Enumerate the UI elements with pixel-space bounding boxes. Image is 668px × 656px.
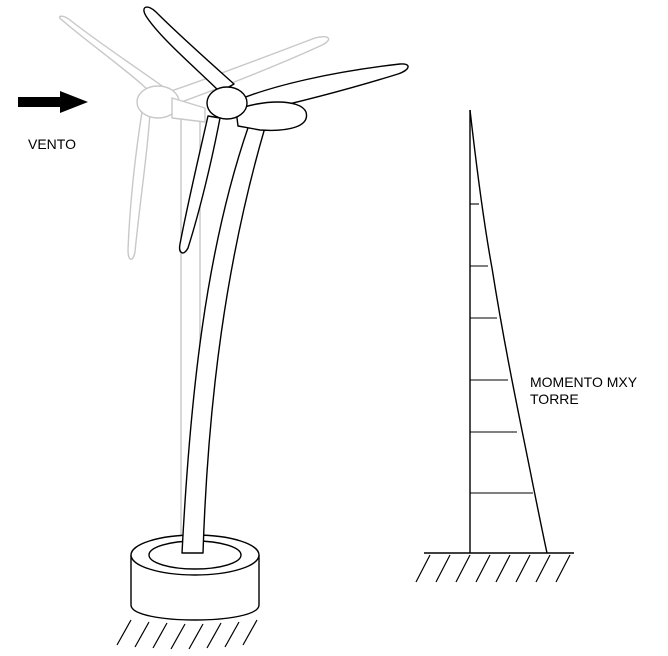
deformed-turbine [130, 6, 409, 621]
moment-label-line1: MOMENTO MXY [530, 374, 638, 390]
moment-ordinates [470, 203, 533, 494]
ghost-nacelle [171, 97, 206, 123]
moment-diagram [424, 109, 574, 554]
nacelle [235, 101, 308, 132]
wind-label: VENTO [28, 136, 76, 152]
ghost-blade-upper [58, 15, 163, 93]
blade-lower [178, 115, 221, 254]
ground-hatch-moment [415, 554, 571, 583]
moment-label-line2: TORRE [530, 391, 579, 407]
hub [206, 86, 248, 120]
ghost-blade-lower [127, 111, 151, 260]
moment-curve [469, 109, 548, 554]
foundation [130, 534, 260, 621]
blade-upper [143, 6, 235, 93]
ground-hatch-turbine [116, 619, 258, 650]
moment-label: MOMENTO MXY TORRE [530, 374, 637, 408]
arrow-right-icon [18, 91, 88, 113]
